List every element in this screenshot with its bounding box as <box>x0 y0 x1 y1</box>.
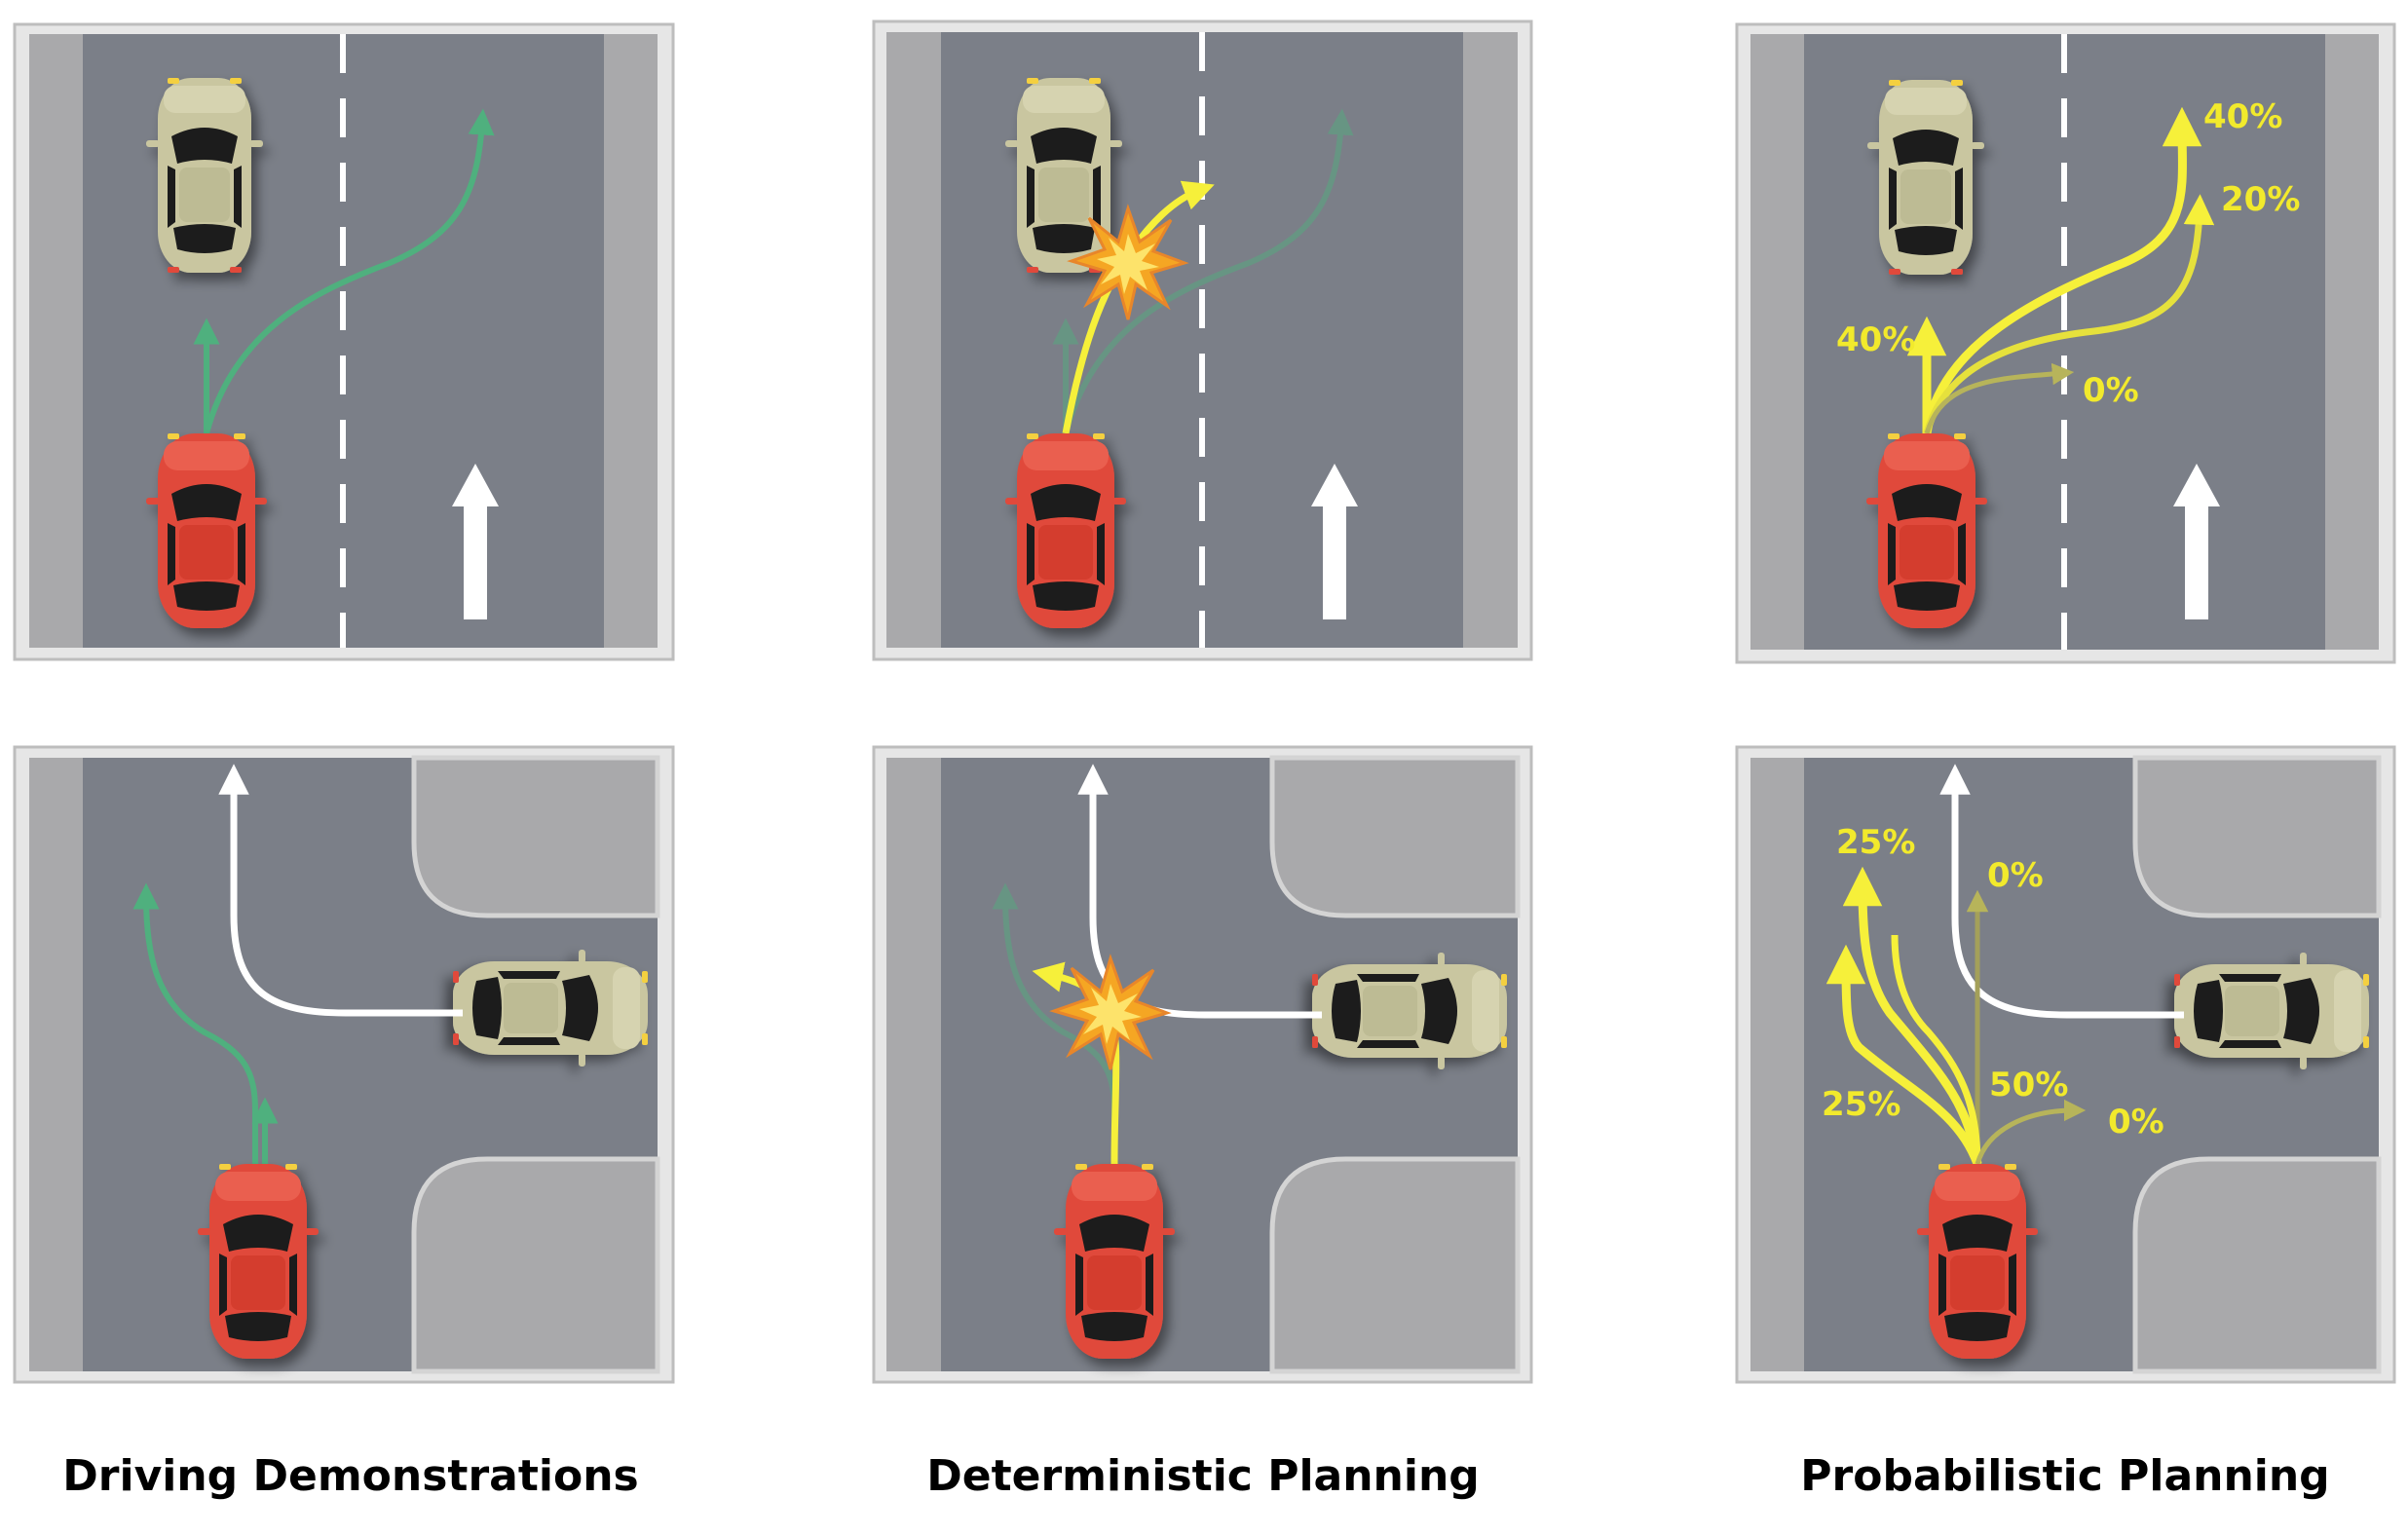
panel-intersection-demonstration <box>13 745 675 1384</box>
caption-driving-demonstrations: Driving Demonstrations <box>62 1451 639 1501</box>
prob-label: 25% <box>1836 823 1915 862</box>
car-icon <box>1054 1164 1175 1359</box>
panel-intersection-probabilistic: 25% 0% 25% 50% 0% <box>1735 745 2396 1384</box>
planned-path <box>1922 106 2202 434</box>
car-icon <box>1867 80 1984 275</box>
panel-intersection-deterministic <box>872 745 1533 1384</box>
planned-path <box>1891 934 1981 1165</box>
car-icon <box>1005 433 1126 628</box>
panel-lane-probabilistic: 40% 20% 40% 0% <box>1735 22 2396 664</box>
prob-label: 0% <box>2108 1103 2164 1142</box>
caption-deterministic-planning: Deterministic Planning <box>926 1451 1480 1501</box>
other-path <box>1939 764 2184 1019</box>
panel-lane-demonstration <box>13 22 675 661</box>
prob-label: 20% <box>2221 180 2300 219</box>
planned-path <box>1825 944 1982 1166</box>
car-icon <box>198 1164 319 1359</box>
panel-lane-deterministic <box>872 19 1533 661</box>
prob-label: 0% <box>2083 371 2139 410</box>
other-path <box>218 764 463 1017</box>
car-icon <box>146 78 263 273</box>
planned-path <box>1923 194 2215 434</box>
planned-path <box>1842 866 1982 1165</box>
car-icon <box>453 950 648 1067</box>
planned-path <box>1975 1099 2087 1165</box>
prob-label: 0% <box>1987 856 2044 895</box>
car-icon <box>1312 953 1507 1069</box>
prob-label: 40% <box>1836 320 1915 359</box>
prob-label: 25% <box>1822 1085 1900 1124</box>
car-icon <box>146 433 267 628</box>
car-icon <box>1866 433 1987 628</box>
demo-path <box>204 108 495 434</box>
planned-path <box>1924 362 2075 434</box>
prob-label: 40% <box>2203 97 2282 136</box>
car-icon <box>1917 1164 2038 1359</box>
car-icon <box>2174 953 2369 1069</box>
prob-label: 50% <box>1989 1066 2068 1104</box>
caption-probabilistic-planning: Probabilistic Planning <box>1800 1451 2330 1501</box>
demo-path <box>132 882 258 1164</box>
